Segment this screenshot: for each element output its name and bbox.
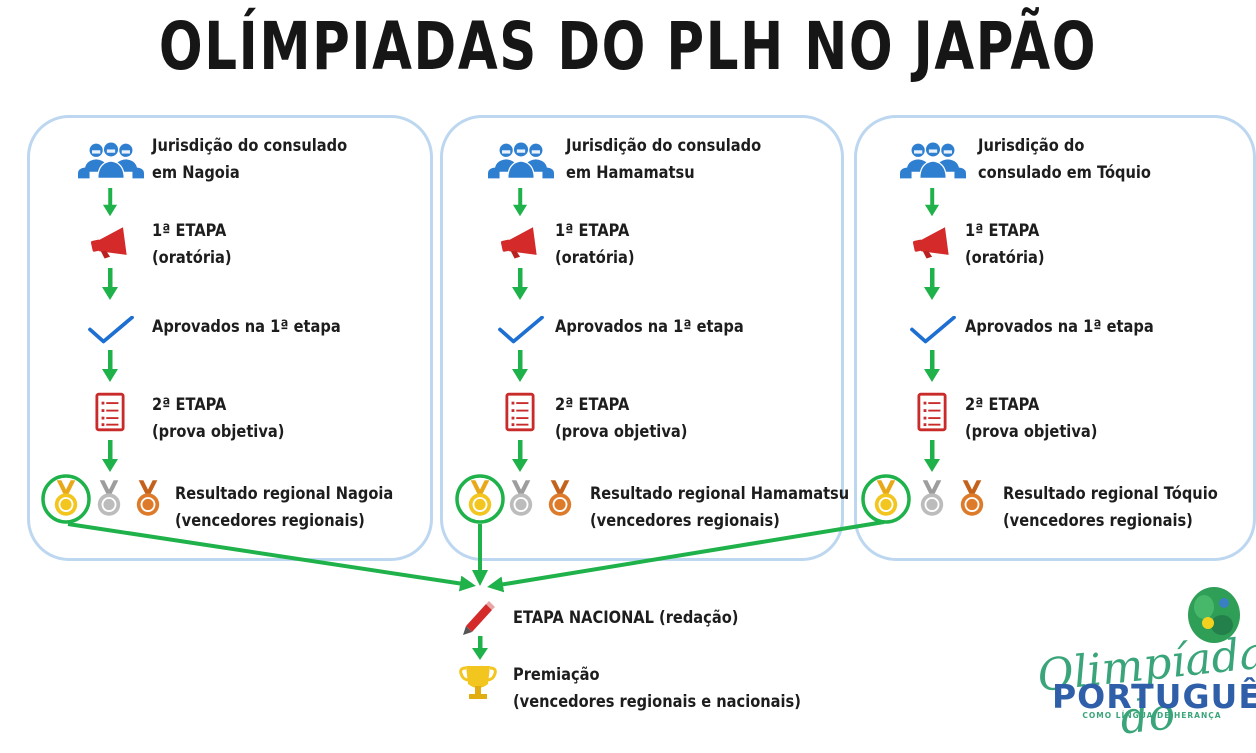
approved-label-hamamatsu: Aprovados na 1ª etapa xyxy=(555,317,744,337)
pencil-icon xyxy=(463,601,495,635)
approved-label-nagoia: Aprovados na 1ª etapa xyxy=(152,317,341,337)
stage1-label-hamamatsu: 1ª ETAPA(oratória) xyxy=(555,221,635,268)
gold-highlight-toquio xyxy=(861,474,911,524)
connector-toquio xyxy=(487,520,885,593)
stage1-label-toquio: 1ª ETAPA(oratória) xyxy=(965,221,1045,268)
stage2-label-toquio: 2ª ETAPA(prova objetiva) xyxy=(965,395,1098,442)
stage2-label-nagoia: 2ª ETAPA(prova objetiva) xyxy=(152,395,285,442)
logo-sub: COMO LÍNGUA DE HERANÇA xyxy=(1082,711,1222,720)
arrow-down-icon xyxy=(472,636,488,660)
stage2-label-hamamatsu: 2ª ETAPA(prova objetiva) xyxy=(555,395,688,442)
result-label-toquio: Resultado regional Tóquio(vencedores reg… xyxy=(1003,484,1218,531)
stage1-label-nagoia: 1ª ETAPA(oratória) xyxy=(152,221,232,268)
region-box-nagoia xyxy=(27,115,433,561)
connector-nagoia xyxy=(67,522,476,592)
gold-highlight-hamamatsu xyxy=(455,474,505,524)
approved-label-toquio: Aprovados na 1ª etapa xyxy=(965,317,1154,337)
logo-main: PORTUGUÊS xyxy=(1052,677,1256,716)
result-label-hamamatsu: Resultado regional Hamamatsu(vencedores … xyxy=(590,484,850,531)
connector-overlay xyxy=(41,474,1240,699)
logo-mark xyxy=(1188,587,1240,643)
page-title: OLÍMPIADAS DO PLH NO JAPÃO xyxy=(158,8,1098,85)
award-label: Premiação(vencedores regionais e naciona… xyxy=(513,665,801,712)
result-label-nagoia: Resultado regional Nagoia(vencedores reg… xyxy=(175,484,394,531)
national-stage-label: ETAPA NACIONAL (redação) xyxy=(513,608,739,628)
gold-highlight-nagoia xyxy=(41,474,91,524)
trophy-icon xyxy=(459,666,497,699)
